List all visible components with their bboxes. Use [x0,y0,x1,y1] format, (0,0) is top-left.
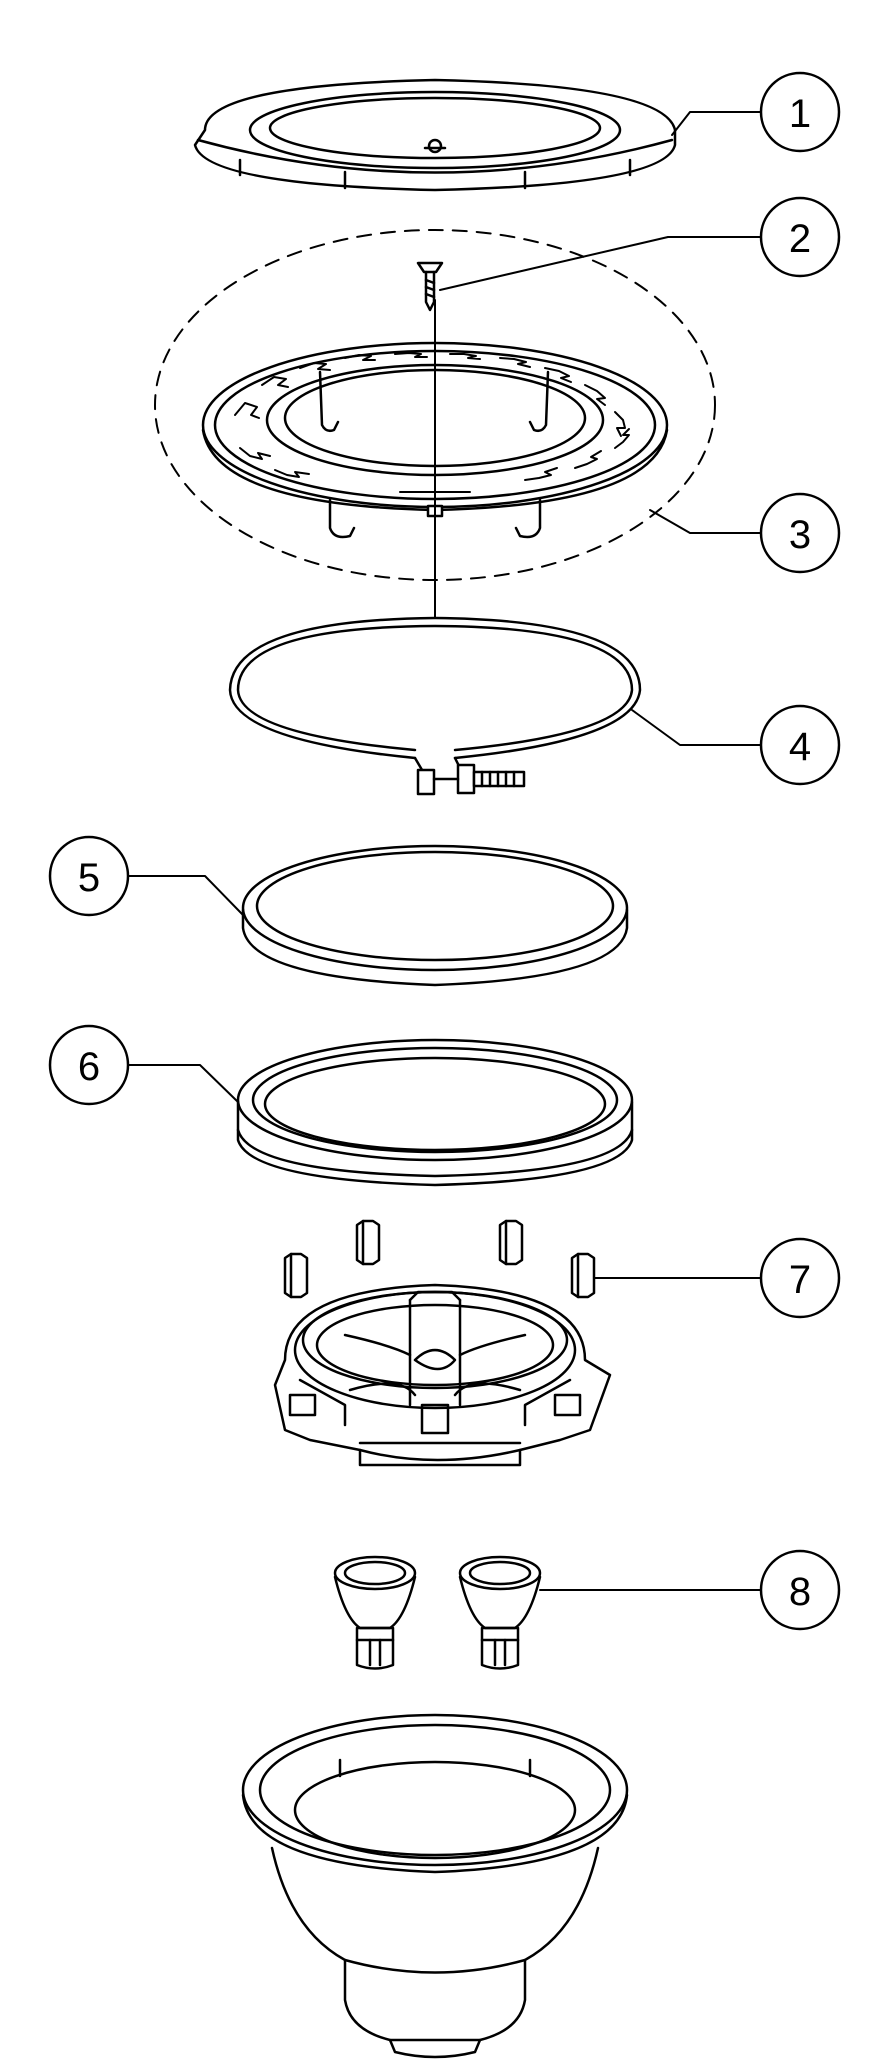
gasket [236,1038,634,1187]
housing-niche [241,1713,629,2059]
leader-2 [439,236,762,291]
callout-1-label: 1 [789,92,811,136]
callout-5: 5 [48,835,130,917]
screw [416,261,444,312]
callout-7-label: 7 [789,1258,811,1302]
bulbs [333,1555,542,1670]
callout-6-label: 6 [78,1045,100,1089]
leader-lines [127,111,762,1591]
clamp-band [228,616,642,796]
callout-6: 6 [48,1024,130,1106]
lens [241,844,629,987]
lamp-assembly [273,1219,612,1467]
leader-5 [127,875,244,916]
leader-6 [127,1064,239,1103]
leader-4 [631,709,762,746]
bulb-left [333,1555,417,1670]
face-ring [193,78,677,192]
bulb-right [458,1555,542,1670]
callout-4: 4 [759,704,841,786]
callout-2: 2 [759,196,841,278]
callout-2-label: 2 [789,217,811,261]
callout-3: 3 [759,492,841,574]
callout-5-label: 5 [78,856,100,900]
leader-3 [649,509,762,534]
leader-1 [671,111,762,136]
callout-3-label: 3 [789,513,811,557]
standoffs [283,1219,596,1299]
callout-1: 1 [759,71,841,153]
callout-7: 7 [759,1237,841,1319]
callout-8: 8 [759,1549,841,1631]
callout-4-label: 4 [789,725,811,769]
callout-8-label: 8 [789,1570,811,1614]
